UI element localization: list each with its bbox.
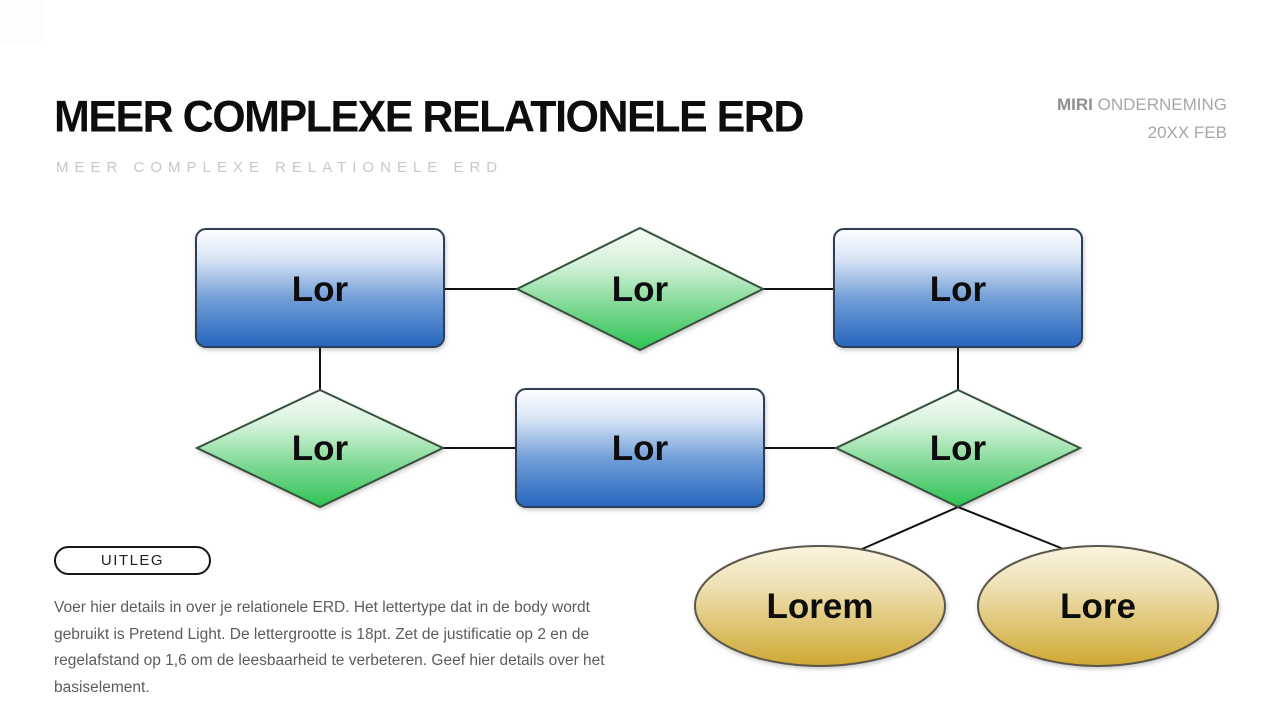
relationship-diamond-mid-left: Lor: [194, 388, 446, 509]
entity-top-right-label: Lor: [930, 270, 987, 309]
relationship-diamond-top: Lor: [514, 226, 766, 352]
attribute-right-label: Lore: [1060, 587, 1136, 626]
connector-rel3-attr2: [957, 506, 1067, 551]
relationship-top-label: Lor: [612, 270, 669, 309]
corner-accent: [0, 0, 45, 45]
entity-middle-label: Lor: [612, 429, 669, 468]
relationship-mid-right-label: Lor: [930, 429, 987, 468]
brand-block: MIRI ONDERNEMING 20XX FEB: [1057, 91, 1227, 147]
body-text: Voer hier details in over je relationele…: [54, 599, 605, 696]
entity-box-top-right: Lor: [833, 228, 1083, 348]
attribute-ellipse-left: Lorem: [694, 545, 946, 667]
brand-name-rest: ONDERNEMING: [1092, 95, 1227, 114]
brand-date: 20XX FEB: [1147, 123, 1227, 142]
brand-name: MIRI ONDERNEMING: [1057, 91, 1227, 119]
connector-rel3-attr1: [852, 506, 959, 554]
brand-name-bold: MIRI: [1056, 95, 1093, 114]
entity-box-middle: Lor: [515, 388, 765, 508]
attribute-left-label: Lorem: [767, 587, 874, 626]
page-title: MEER COMPLEXE RELATIONELE ERD: [54, 92, 804, 142]
relationship-mid-left-label: Lor: [292, 429, 349, 468]
entity-top-left-label: Lor: [292, 270, 349, 309]
page-subtitle: MEER COMPLEXE RELATIONELE ERD: [56, 159, 504, 176]
attribute-ellipse-right: Lore: [977, 545, 1219, 667]
relationship-diamond-mid-right: Lor: [833, 388, 1083, 509]
uitleg-button[interactable]: UITLEG: [54, 546, 211, 575]
entity-box-top-left: Lor: [195, 228, 445, 348]
